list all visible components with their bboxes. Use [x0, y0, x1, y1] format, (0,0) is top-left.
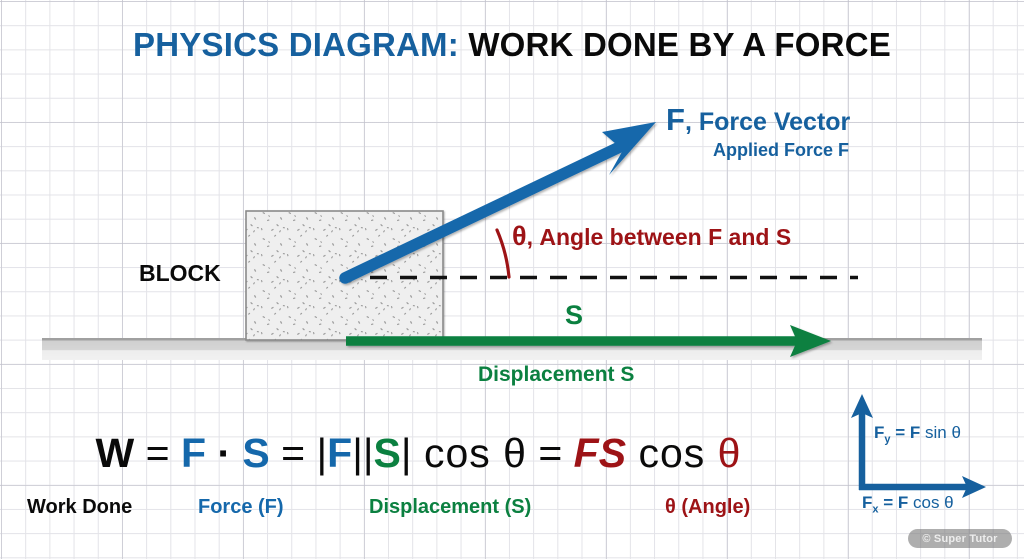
theta-symbol: θ: [512, 221, 527, 251]
fy-expr: sin θ: [920, 423, 961, 442]
legend-work-done: Work Done: [27, 496, 133, 518]
fx-expr-bold: = F: [878, 493, 909, 512]
force-x-component-label: Fx = F cos θ: [862, 494, 954, 515]
page-title-rest: WORK DONE BY A FORCE: [468, 26, 891, 63]
legend-force: Force (F): [198, 496, 284, 518]
theta-angle-arc: [495, 228, 511, 279]
angle-label-text: , Angle between: [526, 224, 709, 250]
formula-s2: S: [373, 430, 401, 476]
formula-eq3: =: [526, 430, 574, 476]
applied-force-symbol: F: [838, 140, 850, 160]
watermark: © Super Tutor: [908, 529, 1012, 548]
formula-cos2: cos: [626, 430, 718, 476]
formula-cos1: cos θ: [411, 430, 527, 476]
formula-eq2: =: [269, 430, 317, 476]
formula-fs: FS: [573, 430, 627, 476]
page-title-highlight: PHYSICS DIAGRAM:: [133, 26, 459, 63]
displacement-symbol: S: [565, 300, 584, 330]
force-vector-label: F, Force Vector: [666, 104, 850, 135]
angle-label: θ, Angle between F and S: [512, 223, 791, 250]
formula-w: W: [95, 430, 135, 476]
formula-bar3: |: [400, 430, 412, 476]
fy-symbol: F: [874, 423, 885, 442]
force-symbol: F: [666, 102, 685, 137]
force-y-component-label: Fy = F sin θ: [874, 424, 961, 445]
formula-eq1: =: [134, 430, 181, 476]
applied-force-sublabel: Applied Force F: [713, 141, 849, 159]
page-title: PHYSICS DIAGRAM: WORK DONE BY A FORCE: [0, 28, 1024, 61]
fx-expr: cos θ: [908, 493, 954, 512]
formula-f1: F: [180, 430, 206, 476]
formula-bar2: ||: [352, 430, 374, 476]
block-label: BLOCK: [139, 260, 221, 286]
fx-symbol: F: [862, 493, 873, 512]
force-components-axes: [851, 394, 986, 498]
angle-disp-symbol: S: [775, 224, 792, 250]
fx-subscript: x: [872, 503, 879, 516]
fy-expr-bold: = F: [890, 423, 921, 442]
applied-force-prefix: Applied Force: [713, 140, 839, 160]
formula-theta2: θ: [717, 430, 741, 476]
displacement-label-prefix: Displacement: [478, 363, 621, 386]
formula-dot: ·: [205, 430, 243, 476]
fy-subscript: y: [884, 433, 891, 446]
angle-conjunction: and: [722, 224, 776, 250]
formula-s1: S: [242, 430, 270, 476]
force-vector-arrow: [339, 122, 656, 284]
work-formula: W = F · S = |F||S| cos θ = FS cos θ: [0, 433, 836, 474]
displacement-label-symbol: S: [620, 363, 635, 386]
displacement-vector-arrow: [346, 325, 831, 357]
force-label-text: , Force Vector: [684, 108, 851, 136]
displacement-label: Displacement S: [478, 364, 634, 385]
formula-f2: F: [327, 430, 353, 476]
legend-displacement: Displacement (S): [369, 496, 532, 518]
angle-force-symbol: F: [708, 224, 723, 250]
formula-bar1: |: [316, 430, 328, 476]
legend-angle: θ (Angle): [665, 496, 751, 518]
